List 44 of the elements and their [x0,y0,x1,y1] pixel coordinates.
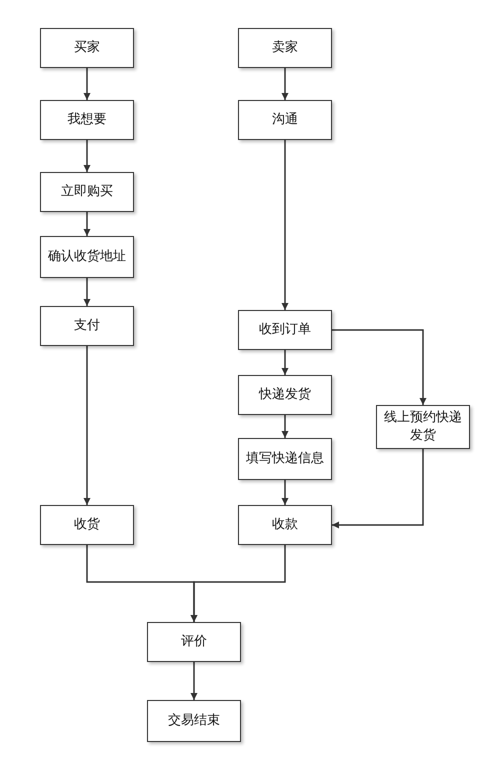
process-box [40,100,134,140]
arrow [84,346,90,505]
arrow [282,415,288,438]
arrow [282,480,288,505]
arrow [332,329,426,405]
process-box [238,28,332,68]
process-box [376,405,470,449]
box-label: 收到订单 [259,321,311,339]
process-box [238,100,332,140]
process-box [40,505,134,545]
box-label: 快递发货 [259,386,311,404]
process-box [40,306,134,346]
process-box [147,622,241,662]
box-label: 沟通 [272,111,298,129]
process-box [40,172,134,212]
arrow [84,278,90,306]
process-box [238,310,332,350]
process-box [238,375,332,415]
box-label: 卖家 [272,39,298,57]
box-label: 确认收货地址 [48,248,126,266]
process-box [147,700,241,742]
box-label: 收货 [74,516,100,534]
box-label: 收款 [272,516,298,534]
process-box [238,505,332,545]
arrow [190,545,286,622]
arrow [190,662,198,700]
box-label: 买家 [74,39,100,57]
process-box [40,236,134,278]
box-label: 立即购买 [61,183,113,201]
process-box [238,438,332,480]
arrow [282,68,288,100]
arrow [84,68,90,100]
arrow [282,140,288,310]
arrow [84,140,90,172]
arrow [332,449,424,528]
box-label: 我想要 [68,111,106,129]
box-label: 线上预约快递发货 [383,409,463,445]
box-label: 评价 [181,633,207,651]
box-label: 交易结束 [168,712,220,730]
arrow [282,350,288,375]
arrow [84,212,90,236]
box-label: 支付 [74,317,100,335]
process-box [40,28,134,68]
box-label: 填写快递信息 [246,450,324,468]
